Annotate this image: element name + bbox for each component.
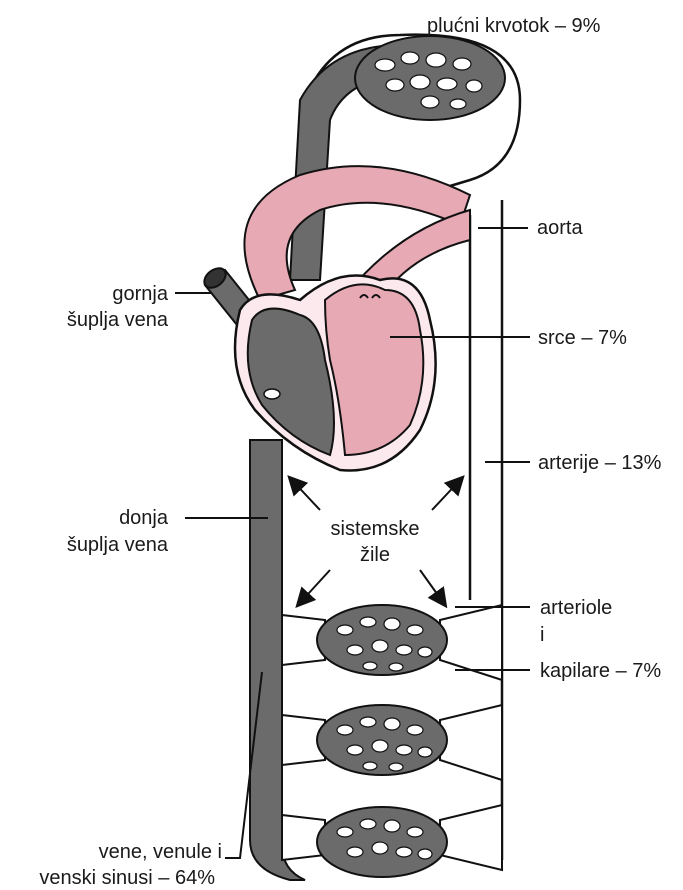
- label-aorta: aorta: [537, 217, 583, 239]
- label-capillaries: kapilare – 7%: [540, 660, 661, 682]
- label-superior-vena-cava-line2: šuplja vena: [67, 309, 169, 331]
- systemic-capillary-bed-1: [282, 605, 502, 680]
- label-veins-line1: vene, venule i: [99, 841, 222, 863]
- systemic-capillary-bed-3: [282, 805, 502, 877]
- label-systemic-line1: sistemske: [331, 518, 420, 540]
- pulmonary-capillary-bed: [355, 36, 505, 120]
- label-arteries: arterije – 13%: [538, 452, 662, 474]
- systemic-capillary-bed-2: [282, 705, 502, 780]
- label-inferior-vena-cava-line2: šuplja vena: [67, 534, 169, 556]
- label-veins-line2: venski sinusi – 64%: [39, 867, 215, 889]
- label-pulmonary-circulation: plućni krvotok – 9%: [427, 15, 601, 37]
- label-arterioles-line1: arteriole: [540, 597, 612, 619]
- label-inferior-vena-cava-line1: donja: [119, 507, 169, 529]
- label-systemic-line2: žile: [360, 544, 390, 566]
- label-arterioles-line2: i: [540, 624, 544, 646]
- label-superior-vena-cava-line1: gornja: [112, 283, 168, 305]
- systemic-arrows: [290, 478, 462, 605]
- label-heart: srce – 7%: [538, 327, 627, 349]
